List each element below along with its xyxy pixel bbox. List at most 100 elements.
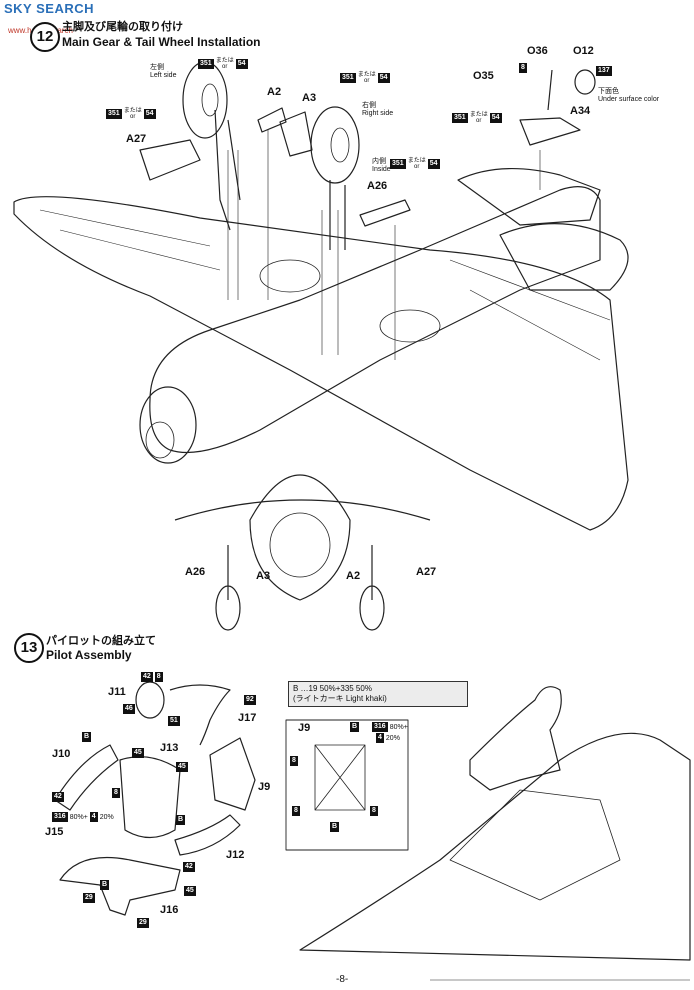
part-label-a2: A2 [267,86,282,98]
paint-callout-46: 46 [123,704,135,714]
paint-code: 351 [198,59,214,69]
paint-code: B [176,815,186,825]
inside-jp: 内側 [372,158,386,165]
front-view-drawing [174,474,431,601]
paint-mix-line-1: B …19 50%+335 50% [293,684,372,693]
page-number: -8- [336,974,349,985]
under-surface-jp: 下面色 [598,88,619,95]
paint-code: 316 [372,722,388,732]
paint-callout-92: 92 [244,695,256,705]
paint-code: 351 [390,159,406,169]
paint-callout-29-a: 29 [83,893,95,903]
paint-callout-8-seat-br: 8 [370,806,378,816]
paint-callout-316-4-legs: 316 80%+ 4 20% [52,812,114,822]
engine-cowling-drawing [139,386,197,464]
part-label-j11: J11 [108,686,126,698]
part-label-j15: J15 [45,826,64,838]
gear-door-a27-drawing [139,139,201,181]
tail-plane-drawing [499,223,629,291]
paint-code: 137 [596,66,612,76]
right-side-label: 右側 Right side [362,102,393,118]
paint-callout-51: 51 [168,716,180,726]
paint-code: B [82,732,92,742]
left-side-jp: 左側 [150,64,164,71]
gear-door-a3-drawing [279,111,313,157]
or-en: or [222,64,228,70]
paint-code: B [350,722,360,732]
paint-callout-45-b: 45 [176,762,188,772]
part-label-j17: J17 [238,712,257,724]
paint-callout-b-seat-top: B [350,722,360,732]
paint-code: 8 [290,756,298,766]
cockpit-fuselage-drawing [299,732,691,961]
under-surface-label: 下面色 Under surface color [598,88,659,104]
tail-wheel-strut-drawing [519,69,581,146]
front-label-a2: A2 [346,570,361,582]
part-label-o12: O12 [573,45,594,57]
left-main-wheel-drawing [182,61,228,139]
part-label-a27: A27 [126,133,147,145]
pilot-legs-drawing [59,856,181,916]
or-en: or [130,114,136,120]
left-side-en: Left side [150,72,177,79]
paint-code: 8 [112,788,120,798]
paint-code: 8 [370,806,378,816]
paint-code: 42 [183,862,195,872]
paint-code: 351 [452,113,468,123]
gear-door-a2-drawing [257,107,287,133]
paint-code: 45 [176,762,188,772]
or-jp: または [215,58,234,64]
or-en: or [476,118,482,124]
paint-ratio: 80%+ [69,813,88,821]
watermark-logo: SKY SEARCH [4,1,95,16]
part-label-j12: J12 [226,849,245,861]
seated-pilot-drawing [469,686,562,791]
part-label-j9-box: J9 [298,722,311,734]
step-12-title-en: Main Gear & Tail Wheel Installation [62,35,261,49]
paint-callout-137: 137 [596,66,612,76]
paint-code: 8 [519,63,527,73]
paint-code: 4 [376,733,384,743]
paint-callout-b-legs: B [100,880,110,890]
right-side-jp: 右側 [362,102,376,109]
paint-callout-8-torso: 8 [112,788,120,798]
paint-callout-29-b: 29 [137,918,149,928]
pilot-head-drawing [135,681,165,719]
step-13-title-en: Pilot Assembly [46,648,132,662]
paint-ratio: 20% [385,734,400,742]
paint-callout-8-seat-bl: 8 [292,806,300,816]
paint-code: 42 [52,792,64,802]
paint-code: 351 [340,73,356,83]
right-side-en: Right side [362,110,394,117]
paint-ratio: 20% [99,813,114,821]
paint-callout-45-a: 45 [132,748,144,758]
paint-code: 46 [123,704,135,714]
front-label-a27: A27 [416,566,437,578]
paint-callout-42-hand: 42 [52,792,64,802]
paint-mix-box: B …19 50%+335 50% (ライトカーキ Light khaki) [288,681,468,707]
inside-en: Inside [372,166,391,173]
part-label-j16: J16 [160,904,179,916]
part-label-o36: O36 [527,45,548,57]
gear-door-a26-drawing [359,199,411,227]
paint-code: 54 [489,113,502,123]
step-13-title-jp: パイロットの組み立て [46,635,156,647]
part-label-a34: A34 [570,105,591,117]
or-en: or [414,164,420,170]
step-12-number: 12 [30,22,60,52]
part-label-o35: O35 [473,70,494,82]
paint-callout-8: 8 [519,63,527,73]
or-jp: または [123,108,142,114]
part-label-a26: A26 [367,180,388,192]
paint-callout-b-seat-bottom: B [330,822,340,832]
paint-callout-8-seat-left: 8 [290,756,298,766]
paint-ratio: 80%+ [389,723,408,731]
paint-code: 54 [427,159,440,169]
paint-code: 54 [235,59,248,69]
paint-callout-45-c: 45 [184,886,196,896]
step-12-title-jp: 主脚及び尾輪の取り付け [62,21,183,33]
